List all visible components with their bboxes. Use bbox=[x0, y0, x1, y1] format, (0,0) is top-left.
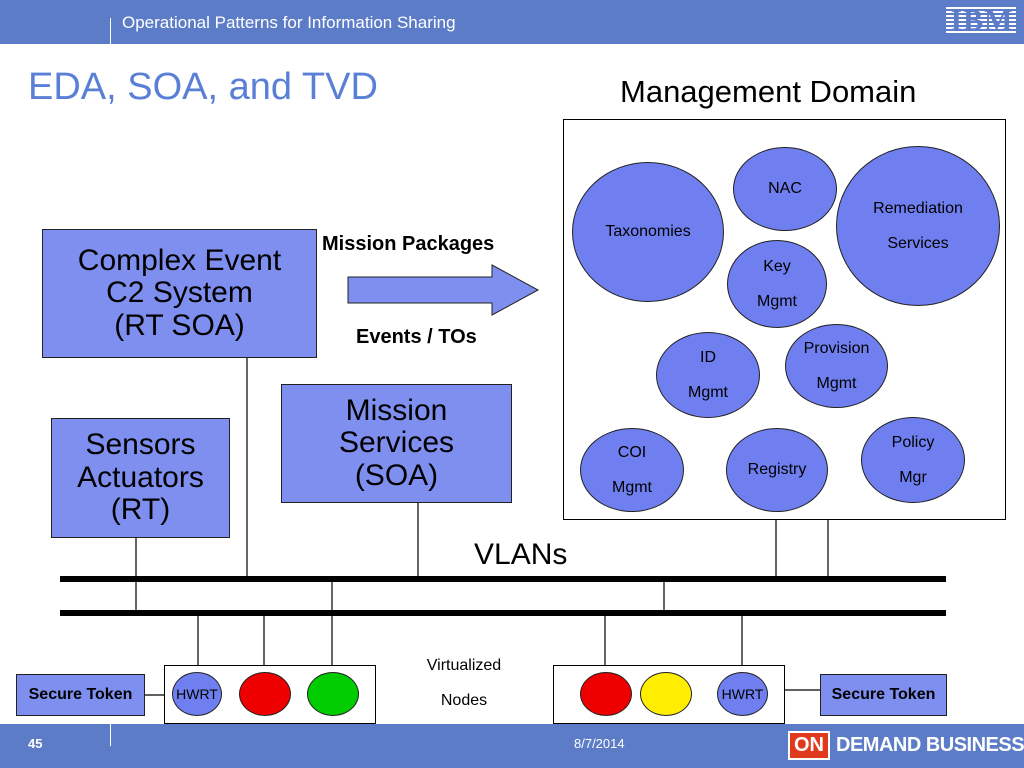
on-demand-text: DEMAND BUSINESS™ bbox=[836, 733, 1024, 756]
registry-circle: Registry bbox=[726, 428, 828, 512]
svg-text:IBM: IBM bbox=[951, 5, 1014, 35]
nac-circle: NAC bbox=[733, 147, 837, 231]
remediation-services-circle: Remediation Services bbox=[836, 146, 1000, 306]
right-hwrt-circle: HWRT bbox=[717, 672, 768, 716]
mission-services-box: Mission Services (SOA) bbox=[281, 384, 512, 503]
footer-separator bbox=[110, 724, 111, 746]
left-hwrt-circle: HWRT bbox=[172, 672, 222, 716]
footer-date: 8/7/2014 bbox=[574, 736, 625, 751]
left-green-light bbox=[307, 672, 359, 716]
on-demand-business-logo: ON DEMAND BUSINESS™ bbox=[788, 730, 1024, 760]
slide-title: EDA, SOA, and TVD bbox=[28, 66, 378, 108]
flow-arrow bbox=[347, 264, 540, 316]
management-domain-title: Management Domain bbox=[620, 74, 917, 109]
virtualized-nodes-label: Virtualized Nodes bbox=[426, 657, 502, 710]
right-red-light bbox=[580, 672, 632, 716]
left-secure-token: Secure Token bbox=[16, 674, 145, 716]
id-mgmt-circle: ID Mgmt bbox=[656, 332, 760, 418]
ibm-logo: IBM bbox=[946, 5, 1016, 35]
complex-event-c2-system-box: Complex Event C2 System (RT SOA) bbox=[42, 229, 317, 358]
left-red-light bbox=[239, 672, 291, 716]
header-bar bbox=[0, 0, 1024, 44]
vlan-bus-upper bbox=[60, 576, 946, 582]
right-secure-token: Secure Token bbox=[820, 674, 947, 716]
coi-mgmt-circle: COI Mgmt bbox=[580, 428, 684, 512]
sensors-actuators-box: Sensors Actuators (RT) bbox=[51, 418, 230, 538]
provision-mgmt-circle: Provision Mgmt bbox=[785, 324, 888, 408]
vlan-bus-lower bbox=[60, 610, 946, 616]
policy-mgr-circle: Policy Mgr bbox=[861, 417, 965, 503]
key-mgmt-circle: Key Mgmt bbox=[727, 240, 827, 328]
taxonomies-circle: Taxonomies bbox=[572, 162, 724, 302]
header-separator bbox=[110, 18, 111, 44]
vlans-label: VLANs bbox=[474, 538, 568, 571]
on-demand-on: ON bbox=[788, 730, 830, 760]
mission-packages-label: Mission Packages bbox=[322, 233, 495, 255]
header-title: Operational Patterns for Information Sha… bbox=[122, 13, 456, 32]
page-number: 45 bbox=[28, 736, 43, 751]
right-yellow-light bbox=[640, 672, 692, 716]
footer-bar bbox=[0, 724, 1024, 768]
events-tos-label: Events / TOs bbox=[356, 326, 477, 348]
